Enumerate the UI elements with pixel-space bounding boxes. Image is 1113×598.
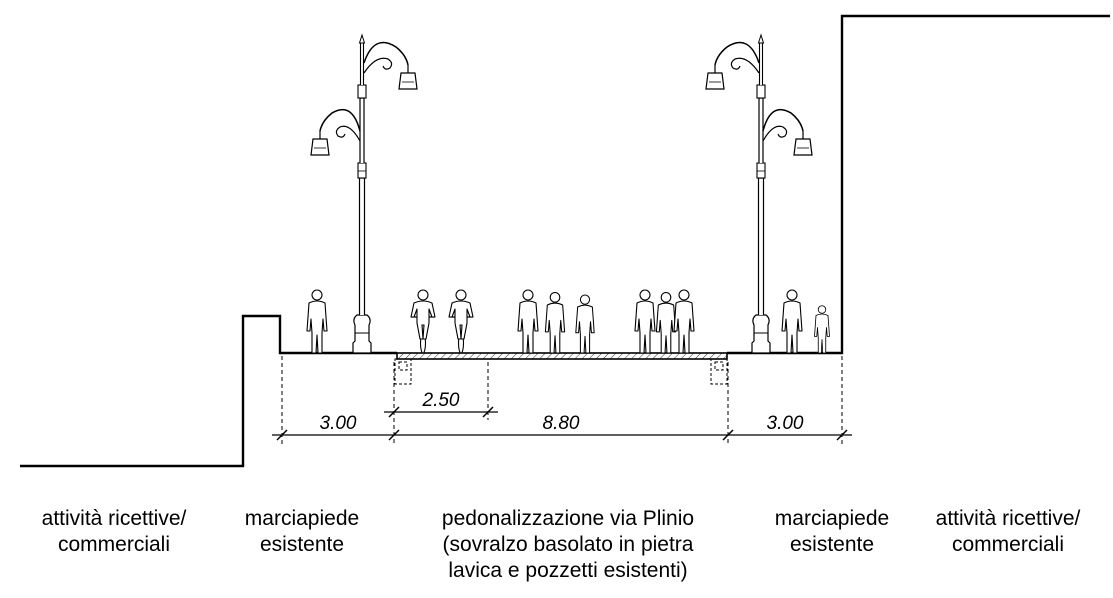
raised-paving bbox=[396, 352, 728, 360]
manhole-left bbox=[394, 358, 412, 385]
pedestrian bbox=[634, 289, 656, 354]
dimension-left-sidewalk: 3.00 bbox=[320, 413, 357, 434]
cyclist bbox=[410, 289, 436, 354]
pedestrian bbox=[655, 291, 677, 354]
ground-profile bbox=[20, 14, 1110, 468]
dimension-channel: 2.50 bbox=[422, 390, 460, 411]
caption-right-sidewalk: marciapiede esistente bbox=[774, 507, 890, 556]
caption-right-activity: attività ricettive/ commerciali bbox=[935, 507, 1081, 556]
dimension-right-sidewalk: 3.00 bbox=[767, 413, 804, 434]
caption-pedestrian-zone: pedonalizzazione via Plinio (sovralzo ba… bbox=[441, 507, 695, 582]
dimension-carriageway: 8.80 bbox=[543, 413, 580, 434]
pedestrian bbox=[306, 289, 328, 354]
pedestrian bbox=[517, 289, 539, 354]
pedestrian bbox=[814, 305, 830, 354]
caption-left-activity: attività ricettive/ commerciali bbox=[41, 507, 187, 556]
dimension-lines bbox=[272, 411, 852, 436]
pedestrian bbox=[544, 291, 566, 354]
pedestrian bbox=[575, 294, 595, 354]
manhole-right bbox=[710, 358, 728, 385]
witness-lines bbox=[281, 356, 843, 444]
pedestrian bbox=[781, 289, 803, 354]
caption-left-sidewalk: marciapiede esistente bbox=[244, 507, 360, 556]
pedestrian bbox=[673, 289, 695, 354]
street-lamp-left bbox=[310, 34, 418, 354]
cyclist bbox=[448, 289, 474, 354]
